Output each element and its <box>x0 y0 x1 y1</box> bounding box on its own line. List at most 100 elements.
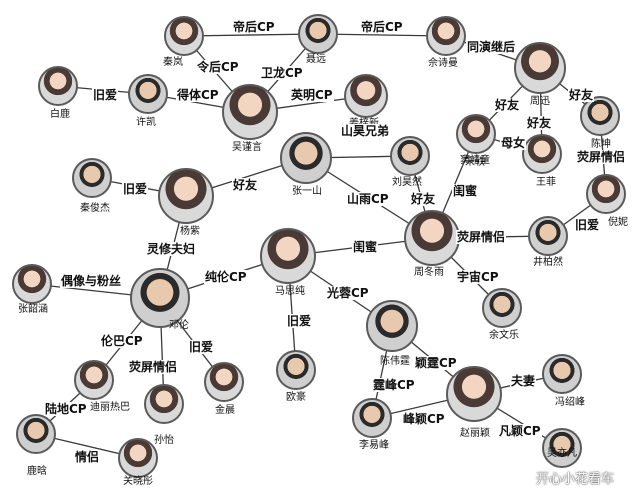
person-name-yangzi: 杨紫 <box>180 226 200 237</box>
person-name-wujinyan: 吴谨言 <box>232 142 262 153</box>
avatar-denglun <box>130 268 190 328</box>
person-name-chenkun: 陈坤 <box>591 139 611 150</box>
person-name-jiangzixin: 姜梓新 <box>349 118 379 130</box>
person-name-ouhao: 欧豪 <box>286 392 306 403</box>
avatar-wu_fan <box>542 428 582 468</box>
avatar-qinjunjie <box>72 158 112 198</box>
avatar-fengshaofeng <box>542 354 582 394</box>
relation-label-haoyou_3: 好友 <box>526 116 553 130</box>
person-name-jingboran: 井柏然 <box>533 257 563 268</box>
relation-label-jiuai_4: 旧爱 <box>286 314 313 328</box>
relation-label-jiuai_1: 旧爱 <box>92 88 119 102</box>
person-name-chenweiting: 陈伟霆 <box>380 356 410 367</box>
relation-label-fengying_cp: 峰颖CP <box>402 412 446 426</box>
avatar-nieyuan <box>298 14 338 54</box>
relation-label-haoyou_5: 好友 <box>410 192 437 206</box>
avatar-yangzi <box>158 168 214 224</box>
relation-label-chunlun_cp: 纯伦CP <box>204 270 248 284</box>
avatar-luhan <box>16 414 56 454</box>
avatar-chenkun <box>580 96 620 136</box>
relation-label-haoyou_1: 好友 <box>494 98 521 112</box>
relation-label-dihou_cp_2: 帝后CP <box>360 20 404 34</box>
person-name-denglun: 邓伦 <box>169 320 189 331</box>
person-name-liyifeng: 李易峰 <box>359 440 389 451</box>
person-name-wangfei: 王菲 <box>536 177 556 188</box>
relation-label-yingping_qinglv_2: 荧屏情侣 <box>456 230 507 244</box>
relation-label-shanhao_xiongdi: 山昊兄弟 <box>340 124 391 138</box>
person-name-yuwenle: 余文乐 <box>489 330 519 341</box>
avatar-dilireba <box>74 360 114 400</box>
avatar-guanxiaotong <box>118 438 158 478</box>
avatar-wujinyan <box>222 84 278 140</box>
avatar-chenweiting <box>366 300 418 352</box>
avatar-wangfei <box>522 134 562 174</box>
relation-label-yuzhou_cp: 宇宙CP <box>456 270 500 284</box>
watermark: 开心小花看车 <box>536 472 615 487</box>
relation-label-ludi_cp: 陆地CP <box>44 402 88 416</box>
avatar-jinchen <box>204 362 244 402</box>
relation-label-haoyou_2: 好友 <box>568 88 595 102</box>
avatar-jingboran <box>528 216 568 256</box>
avatar-songyi <box>456 114 496 154</box>
avatar-zhoudongyu <box>404 210 460 266</box>
person-name-qinlan: 秦岚 <box>163 57 183 68</box>
relation-label-yingming_cp: 英明CP <box>290 88 334 102</box>
person-name-dilireba: 迪丽热巴 <box>90 402 130 413</box>
person-name-sunyi: 孙怡 <box>154 435 174 446</box>
person-name-zhouxun: 周迅 <box>530 96 550 107</box>
relation-label-guimi_1: 闺蜜 <box>452 184 479 198</box>
relation-label-dihou_cp_1: 帝后CP <box>232 20 276 34</box>
relation-label-tingfeng_cp: 霆峰CP <box>372 378 416 392</box>
avatar-zhouxun <box>514 42 566 94</box>
relation-label-yingting_cp: 颖霆CP <box>414 356 458 370</box>
avatar-zhaoliying <box>446 366 502 422</box>
person-name-fengshaofeng: 冯绍峰 <box>555 397 585 408</box>
avatar-ouhao <box>276 350 316 390</box>
relation-label-yingping_qinglv_3: 荧屏情侣 <box>128 360 179 374</box>
avatar-qinlan <box>164 16 204 56</box>
person-name-nieyuan: 聂远 <box>306 54 326 65</box>
relation-label-guimi_2: 闺蜜 <box>352 240 379 254</box>
person-name-bailu: 白鹿 <box>50 109 70 120</box>
relation-label-fufu: 夫妻 <box>510 374 537 388</box>
edge-nieyuan-sheshiman <box>317 33 447 37</box>
person-name-zhoudongyu: 周冬雨 <box>414 267 444 278</box>
relation-label-yingping_qinglv_1: 荧屏情侣 <box>576 150 627 164</box>
person-name-luhan: 鹿晗 <box>27 466 47 477</box>
person-name-zhangyunhan: 张韶涵 <box>18 304 48 315</box>
relation-label-guangrong_cp: 光蓉CP <box>326 286 370 300</box>
relation-label-lingxiu_fufu: 灵修夫妇 <box>146 242 197 256</box>
person-name-nini: 倪妮 <box>608 217 628 228</box>
avatar-xukai <box>128 74 168 114</box>
avatar-mayili <box>260 228 316 284</box>
avatar-liuhaoran <box>390 136 430 176</box>
person-name-zhangyishan: 张一山 <box>292 186 322 197</box>
avatar-yuwenle <box>482 288 522 328</box>
relation-label-haoyou_4: 好友 <box>232 178 259 192</box>
relation-label-jiuai_3: 旧爱 <box>574 218 601 232</box>
avatar-bailu <box>38 66 78 106</box>
person-name-qinjunjie: 秦俊杰 <box>80 203 110 214</box>
relation-label-shanyu_cp: 山雨CP <box>346 192 390 206</box>
person-name-songyi: 宋轶 <box>465 157 485 168</box>
relation-label-deti_cp: 得体CP <box>176 88 220 102</box>
person-name-jinchen: 金晨 <box>215 405 235 416</box>
person-name-xukai: 许凯 <box>136 117 156 128</box>
avatar-zhangyishan <box>280 132 332 184</box>
avatar-liyifeng <box>352 398 392 438</box>
relation-label-tongyan_jihou: 同演继后 <box>466 40 517 54</box>
relation-label-munv: 母女 <box>500 136 527 150</box>
person-name-dousjingtong: 窦靖童 <box>460 155 490 166</box>
relation-label-jiuai_5: 旧爱 <box>188 340 215 354</box>
avatar-zhangyunhan <box>12 264 52 304</box>
relation-label-qinglv: 情侣 <box>74 450 101 464</box>
relation-label-weilong_cp: 卫龙CP <box>260 66 304 80</box>
person-name-wu_fan: 吴亦凡 <box>547 448 577 459</box>
relation-label-jiuai_2: 旧爱 <box>122 182 149 196</box>
person-name-zhaoliying: 赵丽颖 <box>460 428 490 439</box>
relation-label-linghou_cp: 令后CP <box>196 60 240 74</box>
avatar-sunyi <box>144 384 184 424</box>
person-name-guanxiaotong: 关晓彤 <box>123 476 153 487</box>
relation-label-lunba_cp: 伦巴CP <box>100 334 144 348</box>
